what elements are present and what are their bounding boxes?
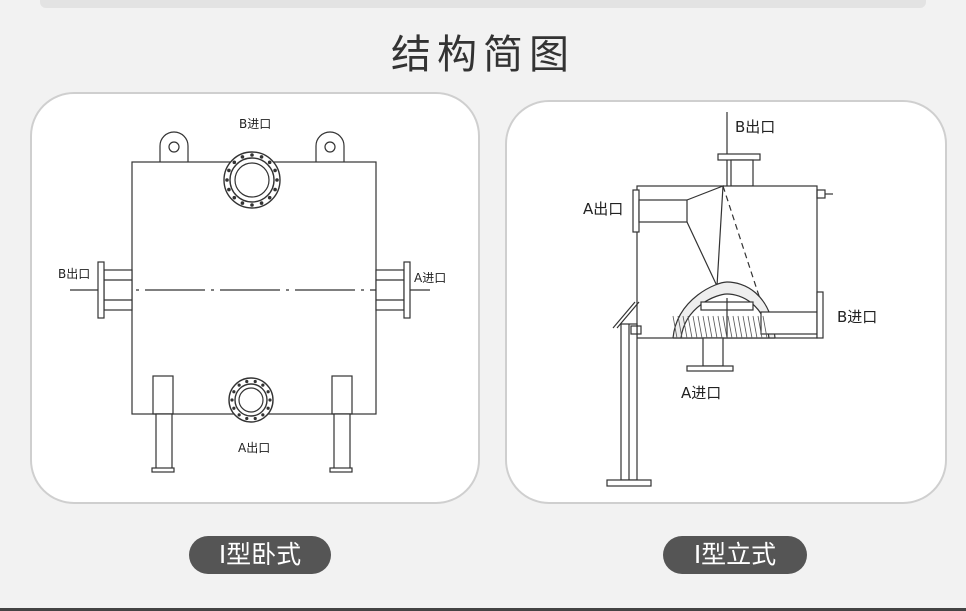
flange-bolt (268, 398, 272, 402)
dome-hatch-line (677, 315, 683, 339)
flange-bolt (275, 178, 279, 182)
flange-bolt (273, 187, 277, 192)
dome-hatch-line (742, 315, 748, 339)
dome-hatch-line (722, 315, 728, 339)
label-right: B进口 (837, 308, 877, 326)
flange-bolt (232, 406, 236, 410)
dome-hatch-line (702, 315, 708, 339)
caption-vertical: I型立式 (663, 536, 807, 574)
dome-hatch-line (762, 315, 768, 339)
flange-bolt (266, 390, 270, 394)
flange-bolt (232, 160, 237, 165)
flange-bolt (240, 201, 245, 205)
label-right: A进口 (414, 271, 446, 285)
dome-hatch-line (672, 315, 678, 339)
flange-bolt (227, 187, 231, 192)
flange-bolt (273, 168, 277, 173)
flange-bolt (259, 201, 264, 205)
label-left: B出口 (58, 267, 90, 281)
bottom-divider (0, 608, 966, 611)
label-left: A出口 (583, 200, 623, 218)
page-title: 结构简图 (391, 32, 575, 78)
dome-hatch-line (737, 315, 743, 339)
flange-bolt (261, 383, 265, 387)
dome-hatch-line (697, 315, 703, 339)
horizontal-diagram-panel: B进口 B出口 A进口 A出口 (30, 92, 480, 504)
flange-bolt (261, 413, 265, 417)
flange-bolt (266, 406, 270, 410)
flange-bolt (267, 195, 272, 200)
dome-hatch-line (687, 315, 693, 339)
dome-hatch-line (752, 315, 758, 339)
label-top: B出口 (735, 118, 775, 136)
caption-horizontal: I型卧式 (189, 536, 331, 574)
label-top: B进口 (239, 117, 271, 131)
flange-bolt (232, 390, 236, 394)
flange-bolt (232, 195, 237, 200)
flange-bolt (253, 379, 257, 384)
flange-bolt (240, 155, 245, 159)
flange-bolt (237, 383, 241, 387)
dome-hatch-line (757, 315, 763, 339)
dome-hatch-line (682, 315, 688, 339)
dome-hatch-line (747, 315, 753, 339)
flange-bolt (253, 416, 257, 421)
flange-bolt (225, 178, 229, 182)
vertical-diagram-panel: B出口 A出口 B进口 A进口 (505, 100, 947, 504)
dome-hatch-line (692, 315, 698, 339)
dome-hatch-line (707, 315, 713, 339)
flange-bolt (237, 413, 241, 417)
dome-hatch-line (717, 315, 723, 339)
dome-hatch-line (727, 315, 733, 339)
flange-bolt (245, 416, 249, 421)
vertical-diagram: B出口 A出口 B进口 A进口 (583, 112, 877, 487)
flange-bolt (259, 155, 264, 159)
flange-bolt (227, 168, 231, 173)
flange-bolt (230, 398, 234, 402)
dome-hatch-line (732, 315, 738, 339)
label-bottom: A出口 (238, 441, 270, 455)
dome-hatch-line (712, 315, 718, 339)
flange-bolt (267, 160, 272, 165)
label-bottom: A进口 (681, 384, 721, 402)
top-bar (40, 0, 926, 8)
horizontal-diagram: B进口 B出口 A进口 A出口 (58, 117, 446, 473)
flange-bolt (250, 203, 254, 207)
flange-bolt (250, 153, 254, 157)
flange-bolt (245, 379, 249, 384)
